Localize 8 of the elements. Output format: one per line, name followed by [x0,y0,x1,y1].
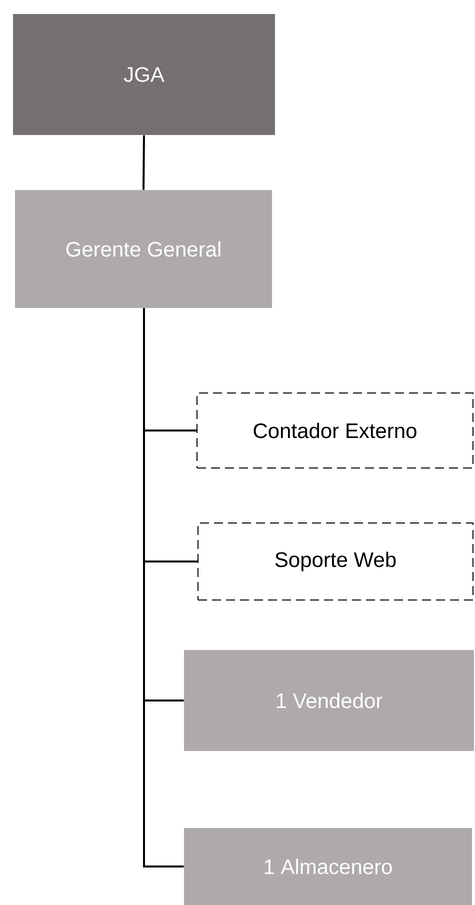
org-box: JGA [13,14,275,135]
external-box: Soporte Web [198,522,474,600]
connector-line [142,135,145,190]
org-box: 1 Almacenero [184,828,472,905]
connector-line [143,308,184,868]
external-box: Contador Externo [196,392,474,468]
org-box: 1 Vendedor [184,650,474,751]
org-box: Gerente General [15,190,272,308]
